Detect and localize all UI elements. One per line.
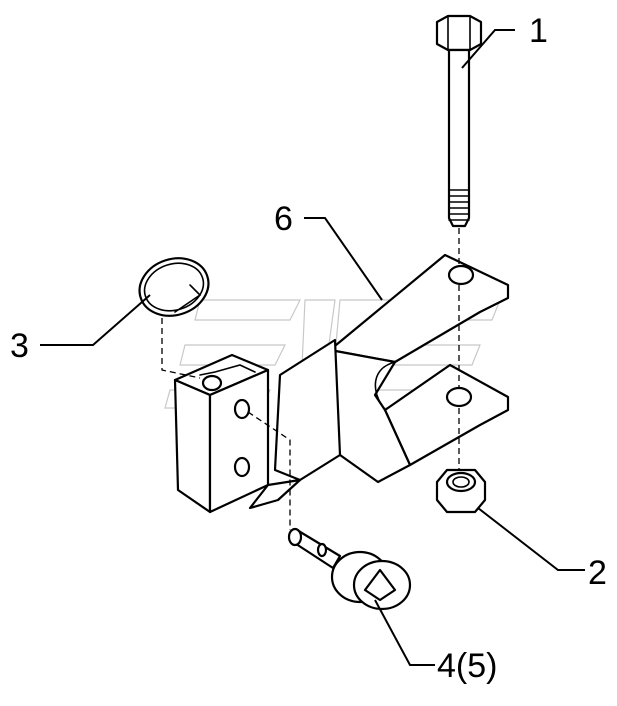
- leader-4: [374, 599, 435, 666]
- leader-1: [461, 29, 515, 69]
- assembly-axis-lines: [161, 228, 460, 530]
- leader-lines: [40, 29, 585, 666]
- callout-4-5: 4(5): [437, 647, 497, 685]
- callout-6: 6: [274, 200, 293, 238]
- callout-3: 3: [10, 327, 29, 365]
- leader-3: [40, 294, 151, 346]
- hex-nut-icon: [435, 468, 487, 514]
- bolt-icon: [435, 14, 483, 228]
- spring-ring-icon: [138, 257, 210, 317]
- leader-6: [304, 217, 383, 301]
- bracket-icon: [173, 253, 510, 514]
- leader-2: [477, 507, 585, 571]
- callout-2: 2: [588, 554, 607, 592]
- callout-labels: 1 2 3 4(5) 6: [10, 12, 607, 685]
- pin-icon: [287, 527, 412, 611]
- callout-1: 1: [529, 12, 548, 50]
